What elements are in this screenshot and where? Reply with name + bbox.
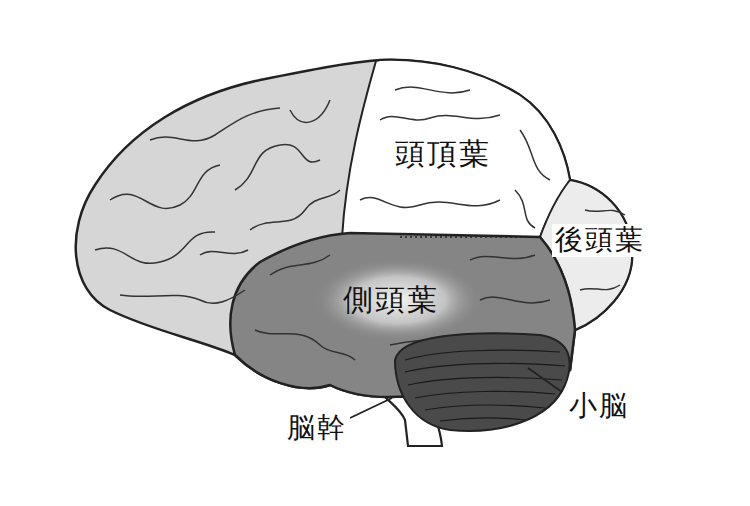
part-label: 頭頂葉	[392, 136, 494, 171]
cerebellum-folia	[405, 350, 565, 421]
part-label: 脳幹	[284, 412, 350, 445]
leader-line	[528, 368, 562, 392]
cerebellum-shape	[395, 333, 570, 431]
gyri-lines	[95, 87, 625, 360]
label-glow	[313, 258, 483, 342]
lobe-boundary	[400, 236, 540, 238]
part-label: 小脳	[566, 390, 632, 423]
part-label: 側頭葉	[340, 282, 442, 317]
part-label: 後頭葉	[552, 224, 648, 257]
leader-line	[350, 398, 392, 418]
parietal-lobe-shape	[342, 60, 570, 238]
